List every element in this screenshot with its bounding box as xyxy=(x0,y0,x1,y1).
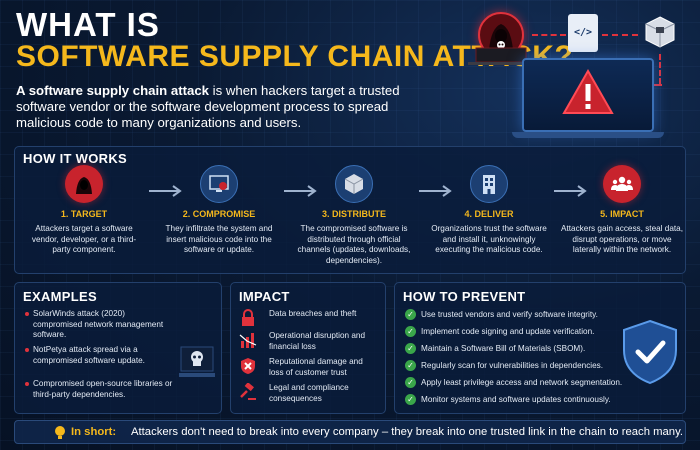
step-desc: Organizations trust the software and ins… xyxy=(431,224,547,254)
impact-text: Operational disruption and financial los… xyxy=(269,331,366,351)
prevent-text: Regularly scan for vulnerabilities in de… xyxy=(421,361,604,370)
prevent-text: Apply least privilege access and network… xyxy=(421,378,623,387)
how-it-works-panel: HOW IT WORKS 1. TARGET Attackers target … xyxy=(14,146,686,274)
impact-item: Operational disruption and financial los… xyxy=(239,331,379,357)
step-title: 4. DELIVER xyxy=(464,209,514,219)
prevent-text: Maintain a Software Bill of Materials (S… xyxy=(421,344,586,353)
attack-illustration: </> xyxy=(462,6,694,138)
step-desc: Attackers target a software vendor, deve… xyxy=(31,224,137,254)
prevent-text: Use trusted vendors and verify software … xyxy=(421,310,598,319)
arrow-right-icon xyxy=(419,185,452,197)
prevent-text: Monitor systems and software updates con… xyxy=(421,395,611,404)
broken-chart-icon xyxy=(239,333,257,348)
prevent-text: Implement code signing and update verifi… xyxy=(421,327,595,336)
hacker-icon xyxy=(65,165,103,203)
arrow-right-icon xyxy=(554,185,587,197)
impact-panel: IMPACT Data breaches and theft Operation… xyxy=(230,282,386,414)
warning-icon xyxy=(562,68,614,114)
attack-path-line xyxy=(654,84,662,86)
check-icon: ✓ xyxy=(405,377,416,388)
gavel-icon xyxy=(240,383,256,400)
example-item: SolarWinds attack (2020) compromised net… xyxy=(25,309,175,341)
impact-text: Legal and compliance consequences xyxy=(269,383,349,403)
impact-text: Reputational damage and loss of customer… xyxy=(269,357,363,377)
intro-rest: is when hackers target a trusted softwar… xyxy=(16,83,400,130)
step-desc: They infiltrate the system and insert ma… xyxy=(165,224,273,254)
in-short-bar: In short: Attackers don't need to break … xyxy=(14,420,686,444)
in-short-label: In short: xyxy=(71,426,117,438)
examples-title: EXAMPLES xyxy=(23,289,97,304)
step-deliver: 4. DELIVER Organizations trust the softw… xyxy=(428,165,550,256)
how-it-works-title: HOW IT WORKS xyxy=(23,151,127,166)
step-title: 3. DISTRIBUTE xyxy=(321,209,386,219)
step-target: 1. TARGET Attackers target a software ve… xyxy=(23,165,145,256)
x-shield-icon xyxy=(241,358,255,374)
impact-item: Data breaches and theft xyxy=(239,309,379,335)
lightbulb-icon xyxy=(55,426,65,439)
prevent-panel: HOW TO PREVENT ✓ Use trusted vendors and … xyxy=(394,282,686,414)
impact-title: IMPACT xyxy=(239,289,290,304)
step-title: 5. IMPACT xyxy=(600,209,644,219)
lock-icon xyxy=(242,309,254,326)
arrow-right-icon xyxy=(284,185,317,197)
impact-item: Legal and compliance consequences xyxy=(239,383,379,409)
check-icon: ✓ xyxy=(405,394,416,405)
example-item: NotPetya attack spread via a compromised… xyxy=(25,345,175,366)
title-line-1: WHAT IS xyxy=(16,6,160,43)
step-desc: The compromised software is distributed … xyxy=(297,224,411,265)
impact-text: Data breaches and theft xyxy=(269,309,357,318)
building-icon xyxy=(470,165,508,203)
users-icon xyxy=(603,165,641,203)
step-distribute: 3. DISTRIBUTE The compromised software i… xyxy=(293,165,415,266)
shield-check-icon xyxy=(623,319,677,385)
examples-panel: EXAMPLES SolarWinds attack (2020) compro… xyxy=(14,282,222,414)
attack-path-line xyxy=(532,34,566,36)
check-icon: ✓ xyxy=(405,309,416,320)
prevent-title: HOW TO PREVENT xyxy=(403,289,526,304)
check-icon: ✓ xyxy=(405,360,416,371)
step-desc: Attackers gain access, steal data, disru… xyxy=(561,224,683,254)
step-impact: 5. IMPACT Attackers gain access, steal d… xyxy=(561,165,683,256)
attack-path-line xyxy=(602,34,638,36)
intro-text: A software supply chain attack is when h… xyxy=(16,83,436,131)
package-icon xyxy=(645,16,675,48)
attack-path-line xyxy=(659,54,661,84)
intro-bold: A software supply chain attack xyxy=(16,83,209,98)
laptop-base xyxy=(512,132,664,138)
step-title: 1. TARGET xyxy=(60,209,108,219)
in-short-text: Attackers don't need to break into every… xyxy=(131,426,684,438)
example-item: Compromised open-source libraries or thi… xyxy=(25,379,175,400)
code-file-icon: </> xyxy=(568,14,598,52)
check-icon: ✓ xyxy=(405,326,416,337)
package-icon xyxy=(335,165,373,203)
compromised-screen-icon xyxy=(200,165,238,203)
arrow-right-icon xyxy=(149,185,182,197)
step-compromise: 2. COMPROMISE They infiltrate the system… xyxy=(158,165,280,256)
hacker-laptop-icon xyxy=(468,47,534,65)
impact-item: Reputational damage and loss of customer… xyxy=(239,357,379,383)
check-icon: ✓ xyxy=(405,343,416,354)
skull-laptop-icon xyxy=(179,346,215,377)
step-title: 2. COMPROMISE xyxy=(182,209,256,219)
